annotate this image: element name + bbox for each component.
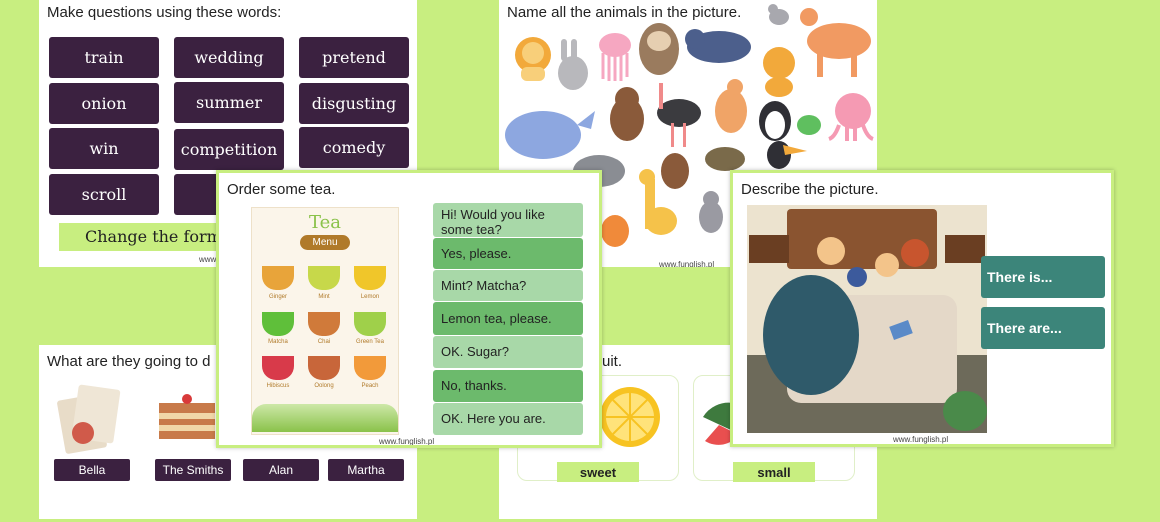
fox-icon [601, 215, 629, 247]
card-title: Order some tea. [227, 181, 336, 198]
card-title: Name all the animals in the picture. [507, 4, 742, 21]
going-illustration [57, 384, 215, 454]
dialogue-bubble: Yes, please. [433, 238, 583, 269]
tea-name: Hibiscus [266, 383, 290, 389]
penguin-icon [759, 101, 791, 141]
dialogue-bubble: Mint? Matcha? Ginger? [433, 270, 583, 316]
word-tile: wedding [174, 37, 284, 78]
adjective-label: sweet [557, 462, 639, 482]
name-tag: The Smiths [155, 459, 231, 481]
site-url: www. [199, 255, 219, 264]
tiger-icon [763, 47, 795, 97]
tea-name: Lemon [360, 294, 380, 300]
nightstand-left [749, 235, 789, 263]
tea-cup-icon [308, 356, 340, 380]
tea-cup-icon [354, 266, 386, 290]
card-make-questions: Make questions using these words: train … [36, 0, 420, 270]
mouse-icon [768, 4, 789, 25]
lemur-icon [699, 191, 723, 233]
book-icon [889, 320, 913, 340]
giraffe-icon [639, 169, 677, 235]
rabbit-icon [558, 39, 588, 90]
rug [763, 275, 859, 395]
tea-name: Ginger [268, 294, 287, 300]
bedroom-illustration [747, 205, 987, 433]
turtle-icon [705, 147, 745, 171]
owl-icon [661, 153, 689, 189]
jellyfish-icon [599, 33, 631, 81]
menu-label: Menu [300, 235, 350, 250]
name-tag: Alan [243, 459, 319, 481]
menu-title: Tea [309, 212, 341, 233]
card-title: ruit. [597, 353, 623, 370]
seed-packet-icon [57, 384, 121, 454]
card-title: What are they going to d [47, 353, 211, 370]
card-title: Describe the picture. [741, 181, 879, 198]
phrase-box: There are... [981, 307, 1105, 349]
lemon-slice-icon [600, 387, 660, 447]
leaves-decoration [252, 404, 398, 432]
word-tile: onion [49, 83, 159, 124]
word-tile: win [49, 128, 159, 169]
dialogue-bubble: OK. Sugar? [433, 336, 583, 368]
word-tile: competition [174, 129, 284, 170]
whale-icon [505, 111, 595, 159]
tea-cup-icon [308, 266, 340, 290]
cake-icon [159, 394, 215, 439]
dialogue-bubble: OK. Here you are. [433, 403, 583, 435]
tea-name: Peach [361, 383, 379, 389]
plant-icon [943, 391, 987, 431]
word-tile: comedy [299, 127, 409, 168]
tea-cup-icon [308, 312, 340, 336]
card-title: Make questions using these words: [47, 4, 282, 21]
tea-name: Oolong [314, 383, 334, 389]
tea-cup-icon [354, 312, 386, 336]
tea-name: Matcha [268, 339, 288, 345]
tea-menu: Tea Menu Ginger Mint Lemon Matcha Chai G… [251, 207, 399, 435]
word-tile: train [49, 37, 159, 78]
kangaroo-icon [715, 79, 747, 133]
adjective-label: small [733, 462, 815, 482]
sloth-icon [639, 23, 679, 75]
camel-icon [800, 8, 871, 77]
tea-name: Chai [317, 339, 331, 345]
toucan-icon [767, 141, 807, 169]
phrase-box: There is... [981, 256, 1105, 298]
card-describe-picture: Describe the picture. There is... There … [730, 170, 1114, 447]
name-tag: Bella [54, 459, 130, 481]
animals-illustration [505, 4, 874, 247]
family-figures [817, 237, 929, 287]
tea-cup-icon [262, 312, 294, 336]
dialogue-bubble: Lemon tea, please. [433, 302, 583, 335]
word-tile: scroll [49, 174, 159, 215]
dialogue-bubble: No, thanks. [433, 370, 583, 402]
lion-icon [515, 37, 551, 81]
site-url: www.funglish.pl [893, 435, 949, 444]
tea-cup-icon [262, 356, 294, 380]
site-url: www.funglish.pl [379, 437, 435, 446]
tea-name: Green Tea [356, 339, 384, 345]
word-tile: summer [174, 82, 284, 123]
word-tile: pretend [299, 37, 409, 78]
tea-cup-icon [262, 266, 294, 290]
word-tile: disgusting [299, 83, 409, 124]
site-url: www.funglish.pl [659, 260, 715, 269]
name-tag: Martha [328, 459, 404, 481]
card-order-tea: Order some tea. Tea Menu Ginger Mint Lem… [216, 170, 602, 448]
seal-icon [685, 29, 751, 63]
tea-name: Mint [318, 294, 330, 300]
frog-icon [797, 115, 821, 135]
dialogue-bubble: Hi! Would you like some tea? [433, 203, 583, 237]
fruit-illustration [600, 387, 739, 447]
bear-icon [610, 87, 644, 141]
ostrich-icon [657, 83, 701, 147]
nightstand-right [945, 235, 985, 263]
octopus-icon [828, 93, 874, 141]
tea-cup-icon [354, 356, 386, 380]
